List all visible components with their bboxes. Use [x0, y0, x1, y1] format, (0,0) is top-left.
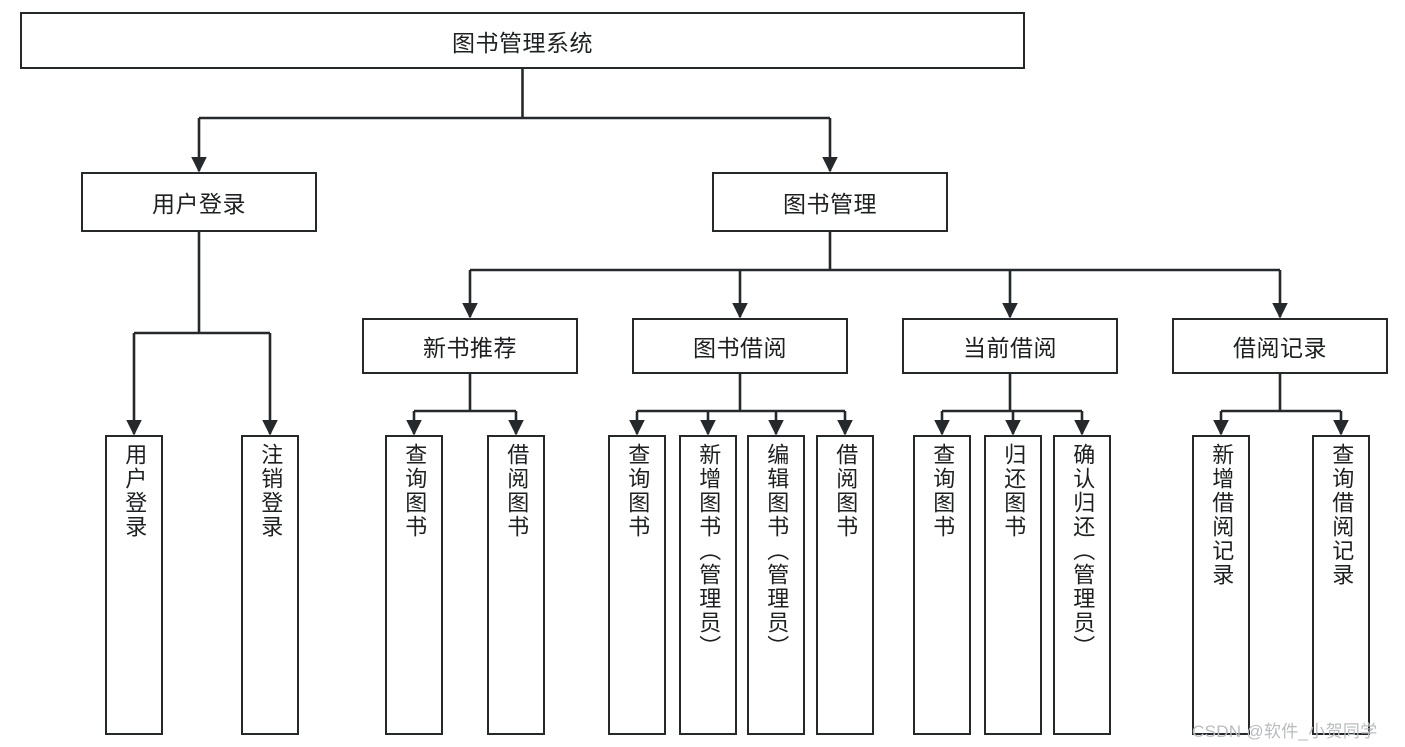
node-book-borrow[interactable]: 图书借阅	[632, 318, 848, 374]
node-new-book-recommend[interactable]: 新书推荐	[362, 318, 578, 374]
leaf-add-book-admin-label: 新增图书（管理员）	[696, 443, 722, 659]
leaf-edit-book-admin[interactable]: 编辑图书（管理员）	[747, 435, 805, 735]
node-borrow-record[interactable]: 借阅记录	[1172, 318, 1388, 374]
node-user-login-label: 用户登录	[152, 191, 246, 217]
leaf-query-borrow-record-label: 查询借阅记录	[1329, 443, 1355, 587]
node-user-login[interactable]: 用户登录	[81, 172, 317, 232]
leaf-borrow-book-label: 借阅图书	[833, 443, 859, 539]
leaf-return-book-label: 归还图书	[1001, 443, 1027, 539]
node-book-management[interactable]: 图书管理	[712, 172, 948, 232]
leaf-return-book[interactable]: 归还图书	[984, 435, 1042, 735]
node-book-borrow-label: 图书借阅	[693, 335, 787, 361]
leaf-add-borrow-record-label: 新增借阅记录	[1209, 443, 1235, 587]
leaf-borrow-book-rec-label: 借阅图书	[504, 443, 530, 539]
leaf-query-borrow-record[interactable]: 查询借阅记录	[1312, 435, 1370, 735]
node-root[interactable]: 图书管理系统	[20, 12, 1025, 69]
node-current-borrow-label: 当前借阅	[963, 335, 1057, 361]
leaf-confirm-return-admin-label: 确认归还（管理员）	[1070, 443, 1096, 659]
node-new-book-recommend-label: 新书推荐	[423, 335, 517, 361]
leaf-query-book-current[interactable]: 查询图书	[913, 435, 971, 735]
leaf-add-book-admin[interactable]: 新增图书（管理员）	[679, 435, 737, 735]
csdn-watermark: CSDN @软件_小贺同学	[1192, 722, 1378, 741]
leaf-logout[interactable]: 注销登录	[241, 435, 299, 735]
leaf-borrow-book-rec[interactable]: 借阅图书	[487, 435, 545, 735]
leaf-add-borrow-record[interactable]: 新增借阅记录	[1192, 435, 1250, 735]
leaf-query-book-rec[interactable]: 查询图书	[385, 435, 443, 735]
node-current-borrow[interactable]: 当前借阅	[902, 318, 1118, 374]
leaf-query-book-current-label: 查询图书	[930, 443, 956, 539]
leaf-user-login-label: 用户登录	[122, 443, 148, 539]
leaf-borrow-book[interactable]: 借阅图书	[816, 435, 874, 735]
node-root-label: 图书管理系统	[452, 29, 593, 56]
leaf-user-login[interactable]: 用户登录	[105, 435, 163, 735]
leaf-query-book-borrow[interactable]: 查询图书	[608, 435, 666, 735]
leaf-confirm-return-admin[interactable]: 确认归还（管理员）	[1053, 435, 1111, 735]
leaf-logout-label: 注销登录	[258, 443, 284, 539]
leaf-query-book-rec-label: 查询图书	[402, 443, 428, 539]
leaf-edit-book-admin-label: 编辑图书（管理员）	[764, 443, 790, 659]
leaf-query-book-borrow-label: 查询图书	[625, 443, 651, 539]
node-borrow-record-label: 借阅记录	[1233, 335, 1327, 361]
node-book-management-label: 图书管理	[783, 191, 877, 217]
